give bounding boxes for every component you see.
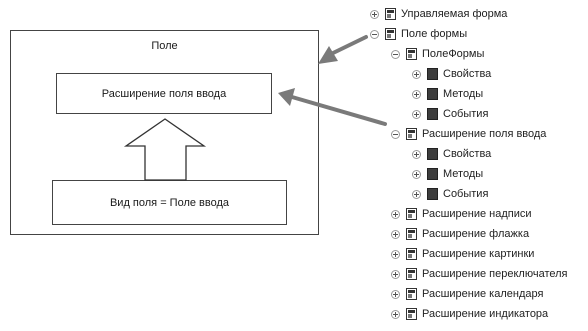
tree-node[interactable]: Расширение картинки [391,244,534,264]
expand-icon[interactable] [391,309,400,319]
form-icon [406,128,417,140]
field-box-label: Поле [151,40,178,52]
tree-node[interactable]: Методы [412,164,483,184]
form-icon [406,308,417,320]
tree-node-label: Расширение индикатора [422,308,549,320]
pointer-arrow-to-field-box [318,35,368,64]
expand-icon[interactable] [391,209,400,219]
tree-node[interactable]: Расширение календаря [391,284,543,304]
expand-icon[interactable] [391,289,400,299]
tree-node[interactable]: Расширение надписи [391,204,532,224]
tree-node-label: События [443,188,489,200]
tree-node-label: Поле формы [401,28,468,40]
tree-node[interactable]: Расширение флажка [391,224,529,244]
tree-node[interactable]: Свойства [412,144,491,164]
item-icon [427,188,438,200]
tree-node[interactable]: Свойства [412,64,491,84]
form-icon [406,268,417,280]
form-icon [406,48,417,60]
tree-node-label: Расширение календаря [422,288,544,300]
tree-node-label: Расширение поля ввода [422,128,547,140]
collapse-icon[interactable] [391,129,400,139]
item-icon [427,148,438,160]
form-icon [406,248,417,260]
tree-node-label: Управляемая форма [401,8,508,20]
collapse-icon[interactable] [370,29,379,39]
tree-node-label: Расширение переключателя [422,268,568,280]
item-icon [427,168,438,180]
input-extension-box-label: Расширение поля ввода [101,87,227,100]
tree-node-label: Расширение картинки [422,248,535,260]
hollow-up-arrow [123,118,207,181]
pointer-arrow-to-extension-box [278,88,387,126]
tree-node[interactable]: События [412,184,488,204]
field-view-box-label: Вид поля = Поле ввода [109,196,230,209]
expand-icon[interactable] [412,149,421,159]
tree-node[interactable]: Методы [412,84,483,104]
expand-icon[interactable] [412,109,421,119]
tree-node-label: ПолеФормы [422,48,485,60]
expand-icon[interactable] [412,189,421,199]
input-extension-box: Расширение поля ввода [56,73,272,114]
form-icon [406,228,417,240]
expand-icon[interactable] [391,249,400,259]
form-icon [406,208,417,220]
field-view-box: Вид поля = Поле ввода [52,180,287,225]
tree-node[interactable]: Расширение переключателя [391,264,568,284]
tree-node-label: Методы [443,88,484,100]
expand-icon[interactable] [391,229,400,239]
item-icon [427,68,438,80]
tree-node-label: Расширение флажка [422,228,530,240]
tree-node-label: Свойства [443,148,492,160]
expand-icon[interactable] [412,89,421,99]
tree-node-label: Свойства [443,68,492,80]
tree-node[interactable]: События [412,104,488,124]
tree-node[interactable]: Управляемая форма [370,4,507,24]
tree-node[interactable]: Поле формы [370,24,467,44]
expand-icon[interactable] [412,69,421,79]
form-icon [385,8,396,20]
tree-node[interactable]: Расширение индикатора [391,304,548,324]
form-icon [406,288,417,300]
collapse-icon[interactable] [391,49,400,59]
tree-node[interactable]: Расширение поля ввода [391,124,546,144]
tree-node-label: События [443,108,489,120]
item-icon [427,88,438,100]
expand-icon[interactable] [412,169,421,179]
tree-node[interactable]: ПолеФормы [391,44,484,64]
tree-node-label: Расширение надписи [422,208,532,220]
item-icon [427,108,438,120]
tree-node-label: Методы [443,168,484,180]
expand-icon[interactable] [370,9,379,19]
form-icon [385,28,396,40]
expand-icon[interactable] [391,269,400,279]
